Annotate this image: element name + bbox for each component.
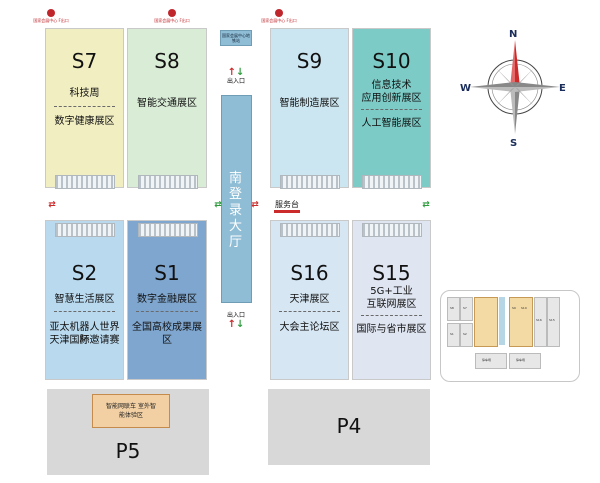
poi-top-middle: 国家会展中心 F出口 [152,9,192,23]
hall-s9-stairs [280,175,340,189]
hall-s8-label-1: 智能交通展区 [137,98,197,109]
hall-s15-stairs [362,223,422,237]
hall-s15-code: S15 [372,261,411,285]
hall-s7-divider [54,106,115,107]
hall-s7-code: S7 [71,49,98,73]
horizontal-arrow-icon: ⇄ [251,200,259,210]
horizontal-arrow-icon: ⇄ [214,200,222,210]
hall-s9-label-1: 智能制造展区 [279,98,340,109]
parking-p5-label: P5 [115,439,141,463]
poi-top-right: 国家会展中心 F出口 [259,9,299,23]
metro-station-box: 国家会展中心地铁站 [220,30,252,46]
hall-s10-label-2: 应用创新展区 [361,93,422,104]
hall-s2-divider [54,311,115,312]
south-lobby-label: 南登录大厅 [229,171,243,250]
hall-s16-code: S16 [290,261,329,285]
hall-s9-code: S9 [296,49,323,73]
hall-s16-label-1: 天津展区 [289,294,330,305]
parking-p4[interactable]: P4 [268,389,430,465]
compass-icon: N S E W [460,29,566,149]
updown-arrow-icon: ↑↓ [227,67,245,78]
minimap-parking-left: 停车场 [475,353,507,369]
compass-e: E [559,83,566,94]
hall-s2-stairs [55,223,115,237]
hall-s10-code: S10 [372,49,411,73]
minimap-parking-right: 停车场 [509,353,541,369]
parking-p5[interactable]: 智能网联车 室外智能体验区 P5 [47,389,209,475]
hall-s8-stairs [138,175,198,189]
hall-s2-code: S2 [71,261,98,285]
parking-p4-label: P4 [336,414,362,438]
hall-s1-label-1: 数字金融展区 [137,294,197,305]
hall-s7-stairs [55,175,115,189]
hall-s16-stairs [280,223,340,237]
hall-s2-label-1: 智慧生活展区 [54,294,115,305]
transit-logo-icon [168,9,176,17]
hall-s1[interactable]: S1 数字金融展区 全国高校成果展区 [127,220,207,380]
hall-s16-label-2: 大会主论坛区 [279,322,340,333]
hall-s15-label-2: 互联网展区 [366,299,417,310]
hall-s1-divider [136,311,198,312]
hall-s10-label-1: 信息技术 [371,80,412,91]
minimap-block-s7: S7 [460,297,473,321]
updown-arrow-icon: ↑↓ [227,319,245,330]
hall-s10-stairs [362,175,422,189]
compass-w: W [460,83,471,94]
hall-s1-label-2: 全国高校成果展区 [132,322,202,346]
south-lobby[interactable]: 南登录大厅 [221,95,252,303]
hall-s15-divider [361,315,422,316]
hall-s15-label-3: 国际与省市展区 [356,324,427,335]
minimap-highlight-a [474,297,498,347]
entrance-bottom[interactable]: 出入口 ↑↓ [223,312,249,330]
service-desk-bar [274,210,300,213]
minimap-block-s15: S15 [547,297,560,347]
entrance-top[interactable]: ↑↓ 出入口 [223,68,249,86]
hall-s2-label-3: 天津国际邀请赛 [49,335,120,346]
minimap-block-s16: S16 [534,297,547,347]
hall-s15[interactable]: S15 5G+工业 互联网展区 国际与省市展区 [352,220,431,380]
compass-s: S [510,138,517,149]
hall-s1-code: S1 [154,261,180,285]
hall-s7-label-1: 科技周 [69,88,100,99]
horizontal-arrow-left-icon: ⇄ [48,200,56,210]
hall-s16[interactable]: S16 天津展区 大会主论坛区 [270,220,349,380]
hall-s8-code: S8 [154,49,180,73]
transit-logo-icon [275,9,283,17]
service-desk[interactable]: 服务台 [271,200,303,214]
minimap-lobby [499,297,505,345]
hall-s10-label-3: 人工智能展区 [361,118,422,129]
compass-n: N [509,29,517,40]
minimap-block-s8: S8 [447,297,460,321]
hall-s10[interactable]: S10 信息技术 应用创新展区 人工智能展区 [352,28,431,189]
hall-s2[interactable]: S2 智慧生活展区 亚太机器人世界杯 天津国际邀请赛 [45,220,124,380]
horizontal-arrow-right-icon: ⇄ [422,200,430,210]
transit-logo-icon [47,9,55,17]
minimap-block-s1: S1 [447,323,460,347]
poi-top-left: 国家会展中心 F出口 [31,9,71,23]
experience-zone[interactable]: 智能网联车 室外智能体验区 [92,394,170,428]
hall-s8[interactable]: S8 智能交通展区 [127,28,207,189]
hall-s2-label-2: 亚太机器人世界杯 [49,322,120,346]
hall-s1-stairs [138,223,198,237]
hall-s10-divider [361,109,422,110]
hall-s15-label-1: 5G+工业 [370,286,413,297]
hall-s7[interactable]: S7 科技周 数字健康展区 [45,28,124,189]
hall-s9[interactable]: S9 智能制造展区 [270,28,349,189]
hall-s7-label-2: 数字健康展区 [54,116,115,127]
hall-s16-divider [279,311,340,312]
minimap-block-s2: S2 [460,323,473,347]
